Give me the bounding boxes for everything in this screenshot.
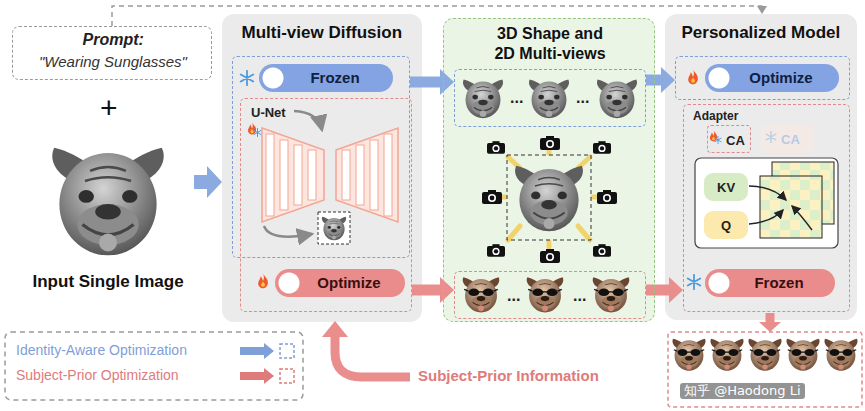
node-text: Input Single Image [33, 272, 184, 292]
node-text: Frozen [705, 269, 835, 297]
legend-box [5, 332, 303, 400]
node-text: Q [721, 218, 731, 234]
panel-fill [443, 18, 655, 322]
fire-icon [710, 131, 717, 142]
node-text: ... [510, 88, 523, 107]
output-images [668, 332, 862, 407]
frozen-group: AdapterFrozen CA CA KV Q [683, 104, 850, 312]
arrow-head [661, 67, 675, 93]
frozen-cross-attention-box: CA [761, 125, 813, 153]
camera-rig [482, 136, 617, 263]
diffusion-panel: Multi-view DiffusionFrozenU-NetOptimize [222, 14, 422, 322]
node-text: Prompt: [83, 30, 144, 49]
node-text: U-Net [251, 105, 286, 121]
snowflake-icon [254, 128, 261, 136]
cross-attention-box: CA [707, 125, 751, 153]
prompt-box: Prompt: "Wearing Sunglasses" [12, 26, 212, 80]
node-text: CA [726, 133, 745, 149]
flow-arrow [410, 69, 454, 95]
views-panel: 3D Shape and 2D Multi-views............ [443, 18, 655, 322]
watermark: 知乎 @Haodong Li [680, 383, 805, 399]
node-text: Multi-view Diffusion [242, 23, 403, 43]
identity-views: ...... [454, 69, 646, 127]
node-text: "Wearing Sunglasses" [39, 53, 187, 71]
faded-snowflake [766, 132, 775, 143]
arrow-label: Subject-Prior Information [418, 367, 599, 385]
arrow-shaft [646, 285, 670, 296]
panel-fill [761, 125, 813, 153]
flow-arrow [112, 6, 767, 26]
personalized-panel: Personalized ModelOptimizeAdapterFrozen C… [665, 14, 857, 320]
legend-swatch [238, 366, 296, 386]
multiview-images [463, 80, 637, 313]
fire-icon [688, 70, 698, 84]
snowflake-icon [715, 136, 721, 143]
arrow-shaft [194, 175, 209, 189]
swatch-arrow [240, 368, 274, 384]
query-box: Q [704, 211, 748, 239]
node-text: 3D Shape and 2D Multi-views [490, 24, 610, 64]
swatch-box [280, 344, 294, 358]
panel-fill [222, 14, 422, 322]
legend-text: Subject-Prior Optimization [16, 367, 179, 384]
panel-fills [222, 14, 857, 322]
input-image: Input Single Image [22, 128, 194, 298]
flow-arrow [194, 166, 222, 198]
unet-diagram [262, 111, 398, 244]
attention-block [695, 158, 838, 248]
node-text: KV [717, 180, 735, 196]
node-text: Personalized Model [682, 23, 841, 43]
node-text: Optimize [705, 64, 839, 92]
arrow-head [757, 6, 767, 14]
arrow-shaft [412, 285, 441, 296]
arrow-head [669, 277, 683, 303]
swatch-arrow [240, 343, 274, 359]
flow-arrow [646, 277, 683, 303]
plus-sign: + [100, 90, 118, 126]
fire-icon [248, 123, 256, 135]
optimize-group: Optimize [675, 56, 850, 100]
flow-arrow [646, 67, 675, 93]
frozen-group: Frozen [232, 56, 410, 258]
optimize-group: U-NetOptimize [240, 98, 412, 312]
snowflake-icon [688, 275, 700, 289]
arrow-shaft [112, 6, 762, 26]
legend-text: Identity-Aware Optimization [16, 342, 187, 359]
subject-prior-arrow [322, 321, 410, 377]
node-text: ... [576, 88, 589, 107]
node-text: Adapter [693, 109, 738, 123]
node-text: ... [507, 286, 520, 305]
output-arrow [759, 313, 781, 332]
legend-swatch [238, 341, 296, 361]
arrow-head [207, 166, 222, 198]
key-value-box: KV [704, 173, 748, 201]
flow-arrow [412, 277, 454, 303]
input-pug [52, 148, 163, 256]
arrow-shaft [410, 77, 441, 88]
subject-views: ...... [454, 271, 646, 319]
node-text: CA [781, 132, 800, 148]
node-text: ... [573, 286, 586, 305]
node-text: Frozen [259, 64, 393, 92]
node-text: Optimize [275, 269, 405, 297]
swatch-box [280, 369, 294, 383]
panel-fill [665, 14, 857, 320]
snowflake-icon [241, 71, 253, 85]
fire-icon [258, 274, 268, 288]
